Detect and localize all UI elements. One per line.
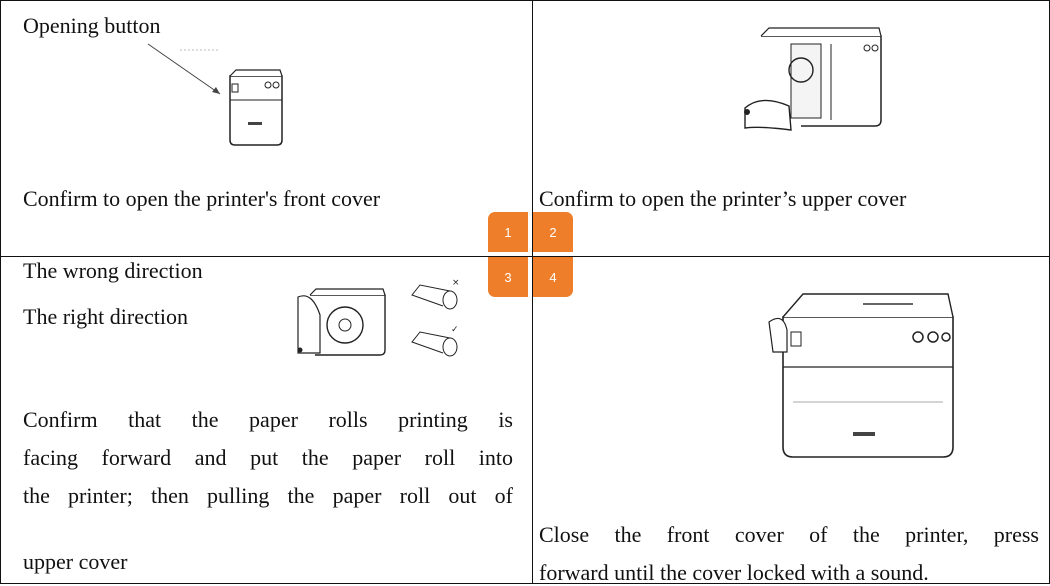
opening-button-label: Opening button xyxy=(23,13,161,38)
step-badge-2: 2 xyxy=(533,212,573,252)
step-2-caption: Confirm to open the printer’s upper cove… xyxy=(539,186,907,211)
step-3-caption-line-1: Confirm that the paper rolls printing is xyxy=(23,407,513,432)
table-border-left xyxy=(0,0,1,584)
table-row-divider xyxy=(0,256,1050,257)
step-badge-4: 4 xyxy=(533,257,573,297)
printer-front-cover-figure xyxy=(147,43,283,146)
step-1-caption: Confirm to open the printer's front cove… xyxy=(23,186,381,211)
step-3-caption-line-3: the printer; then pulling the paper roll… xyxy=(23,483,513,508)
right-direction-label: The right direction xyxy=(23,304,188,329)
cell-step-4: Close the front cover of the printer, pr… xyxy=(533,257,1049,585)
step-3-caption-line-4: upper cover xyxy=(23,549,128,574)
cell-step-3: The wrong direction The right direction … xyxy=(0,257,532,584)
printer-upper-cover-figure xyxy=(744,27,882,131)
svg-text:×: × xyxy=(452,278,460,288)
wrong-roll-icon: × xyxy=(411,278,460,310)
step-3-caption-line-2: facing forward and put the paper roll in… xyxy=(23,445,513,470)
right-roll-icon: ✓ xyxy=(411,325,459,357)
printer-closed-figure xyxy=(768,293,954,458)
svg-text:✓: ✓ xyxy=(451,325,459,335)
table-column-divider xyxy=(532,0,533,584)
step-badge-1: 1 xyxy=(488,212,528,252)
cell-step-1: Opening button Confirm to open the print… xyxy=(0,0,532,256)
step-4-caption-line-1: Close the front cover of the printer, pr… xyxy=(539,522,1039,547)
step-badge-3: 3 xyxy=(488,257,528,297)
wrong-direction-label: The wrong direction xyxy=(23,258,203,283)
step-4-caption-line-2: forward until the cover locked with a so… xyxy=(539,560,929,585)
paper-roll-loading-figure: × ✓ xyxy=(297,278,460,357)
table-border-top xyxy=(0,0,1050,1)
cell-step-2: Confirm to open the printer’s upper cove… xyxy=(533,0,1049,256)
